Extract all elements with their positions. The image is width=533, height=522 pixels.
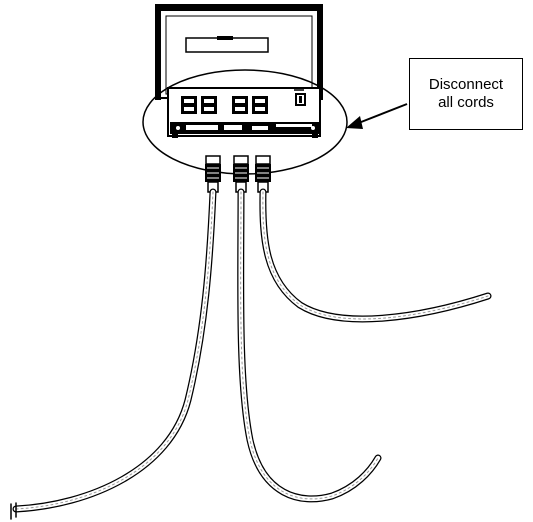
socket-4	[252, 96, 268, 114]
arrow-icon	[346, 103, 408, 129]
socket-2	[201, 96, 217, 114]
plug-middle	[233, 155, 249, 193]
cables	[10, 188, 492, 520]
callout-box: Disconnect all cords	[409, 58, 523, 130]
plug-icon	[205, 155, 271, 193]
cable-left	[12, 188, 217, 513]
cable-right	[259, 188, 492, 323]
cable-middle	[237, 188, 382, 503]
plug-right	[255, 155, 271, 193]
control-box	[155, 4, 323, 138]
display-window	[185, 36, 269, 53]
callout-line-2: all cords	[438, 94, 494, 111]
callout-text: Disconnect all cords	[429, 76, 503, 112]
socket-3	[232, 96, 248, 114]
callout-line-1: Disconnect	[428, 76, 504, 93]
cable-left-terminal	[10, 502, 17, 520]
control-box-top-edge	[155, 4, 323, 11]
plug-left	[205, 155, 221, 193]
key-icon	[294, 89, 306, 106]
socket-1	[181, 96, 197, 114]
